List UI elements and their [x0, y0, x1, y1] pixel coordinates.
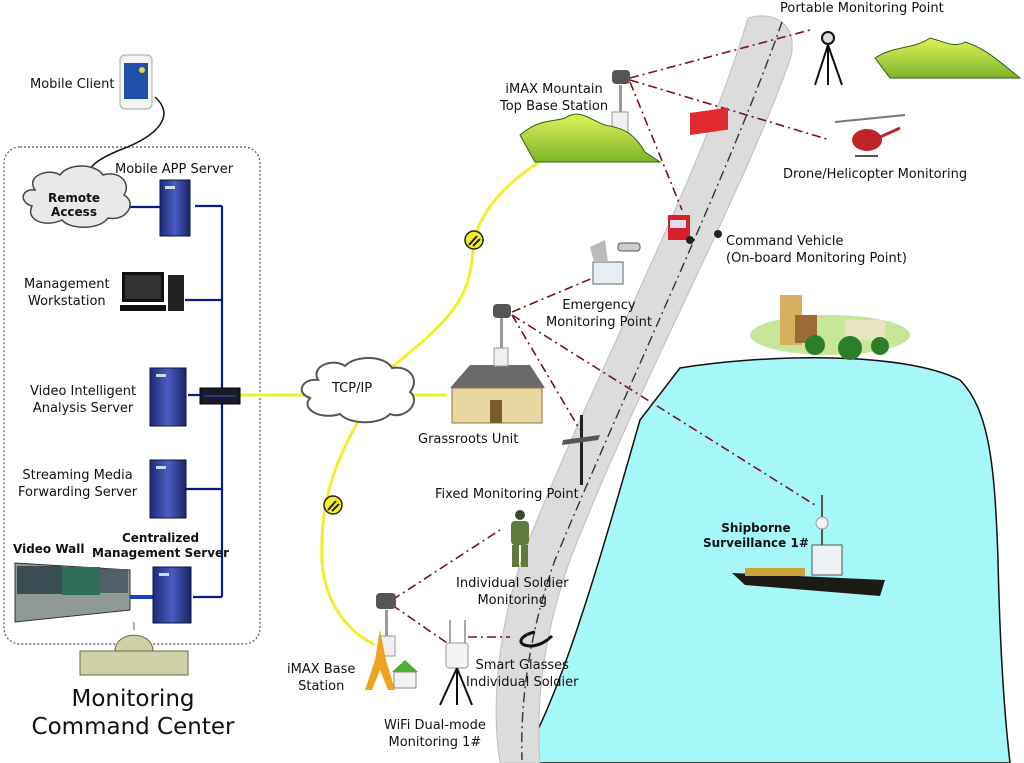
helicopter-icon	[834, 114, 906, 157]
house-icon	[392, 660, 418, 689]
central-mgmt-server-icon	[152, 566, 192, 624]
mountain-station-label: iMAX Mountain Top Base Station	[500, 82, 609, 114]
mountains-right-icon	[874, 37, 1022, 79]
central-mgmt-server-label: Centralized Management Server	[92, 531, 230, 560]
video-wall-label: Video Wall	[13, 542, 85, 556]
soldier-label: Individual Soldier Monitoring	[456, 576, 569, 608]
video-analysis-server-icon	[149, 367, 187, 427]
mobile-app-server-label: Mobile APP Server	[115, 162, 234, 177]
ship-icon	[732, 495, 885, 596]
streaming-server-icon	[149, 459, 187, 519]
portable-tripod-icon	[814, 31, 843, 86]
mobile-client-label: Mobile Client	[30, 77, 115, 92]
road-centerline	[521, 21, 783, 761]
remote-access-cloud-icon	[22, 165, 131, 228]
road	[495, 15, 793, 763]
shipborne-label: Shipborne Surveillance 1#	[703, 521, 809, 550]
video-wall-icon	[14, 562, 131, 623]
city-island-icon	[750, 295, 910, 360]
command-center-building-icon	[79, 622, 189, 676]
imax-base-label: iMAX Base Station	[287, 662, 356, 694]
network-switch-icon	[199, 387, 241, 405]
command-vehicle-icon	[668, 107, 728, 244]
wifi-ap-icon	[439, 620, 473, 706]
fiber-connector-icon	[464, 230, 484, 250]
workstation-icon	[120, 272, 184, 311]
streaming-server-label: Streaming Media Forwarding Server	[18, 468, 138, 500]
grassroots-building-icon	[450, 365, 545, 424]
video-analysis-server-label: Video Intelligent Analysis Server	[30, 384, 137, 416]
grassroots-tower-icon	[493, 304, 511, 367]
mountain-top-icon	[519, 113, 662, 163]
drone-label: Drone/Helicopter Monitoring	[783, 167, 968, 182]
smart-glasses-label: Smart Glasses Individual Soldier	[466, 658, 579, 690]
mobile-app-server-icon	[159, 179, 191, 237]
fiber-connector-icon	[323, 495, 343, 515]
wifi-monitoring-label: WiFi Dual-mode Monitoring 1#	[384, 718, 486, 750]
mobile-phone-icon	[119, 54, 153, 110]
fixed-point-label: Fixed Monitoring Point	[435, 487, 579, 502]
portable-point-label: Portable Monitoring Point	[780, 1, 944, 16]
wireless-links	[391, 29, 831, 646]
mountain-tower-icon	[611, 70, 630, 133]
eiffel-tower-icon	[365, 630, 395, 690]
tcpip-label: TCP/IP	[332, 381, 373, 396]
emergency-point-label: Emergency Monitoring Point	[546, 298, 652, 330]
grassroots-unit-label: Grassroots Unit	[418, 432, 519, 447]
water-area	[519, 357, 1011, 763]
remote-access-label: Remote Access	[48, 191, 101, 219]
fixed-pole-icon	[562, 415, 600, 485]
emergency-camera-icon	[590, 240, 641, 285]
tcpip-cloud-icon	[300, 357, 416, 424]
command-vehicle-label: Command Vehicle (On-board Monitoring Poi…	[726, 234, 907, 266]
management-workstation-label: Management Workstation	[24, 277, 110, 309]
smart-glasses-icon	[519, 630, 554, 648]
soldier-icon	[511, 510, 529, 567]
command-center-title: Monitoring Command Center	[31, 686, 235, 740]
